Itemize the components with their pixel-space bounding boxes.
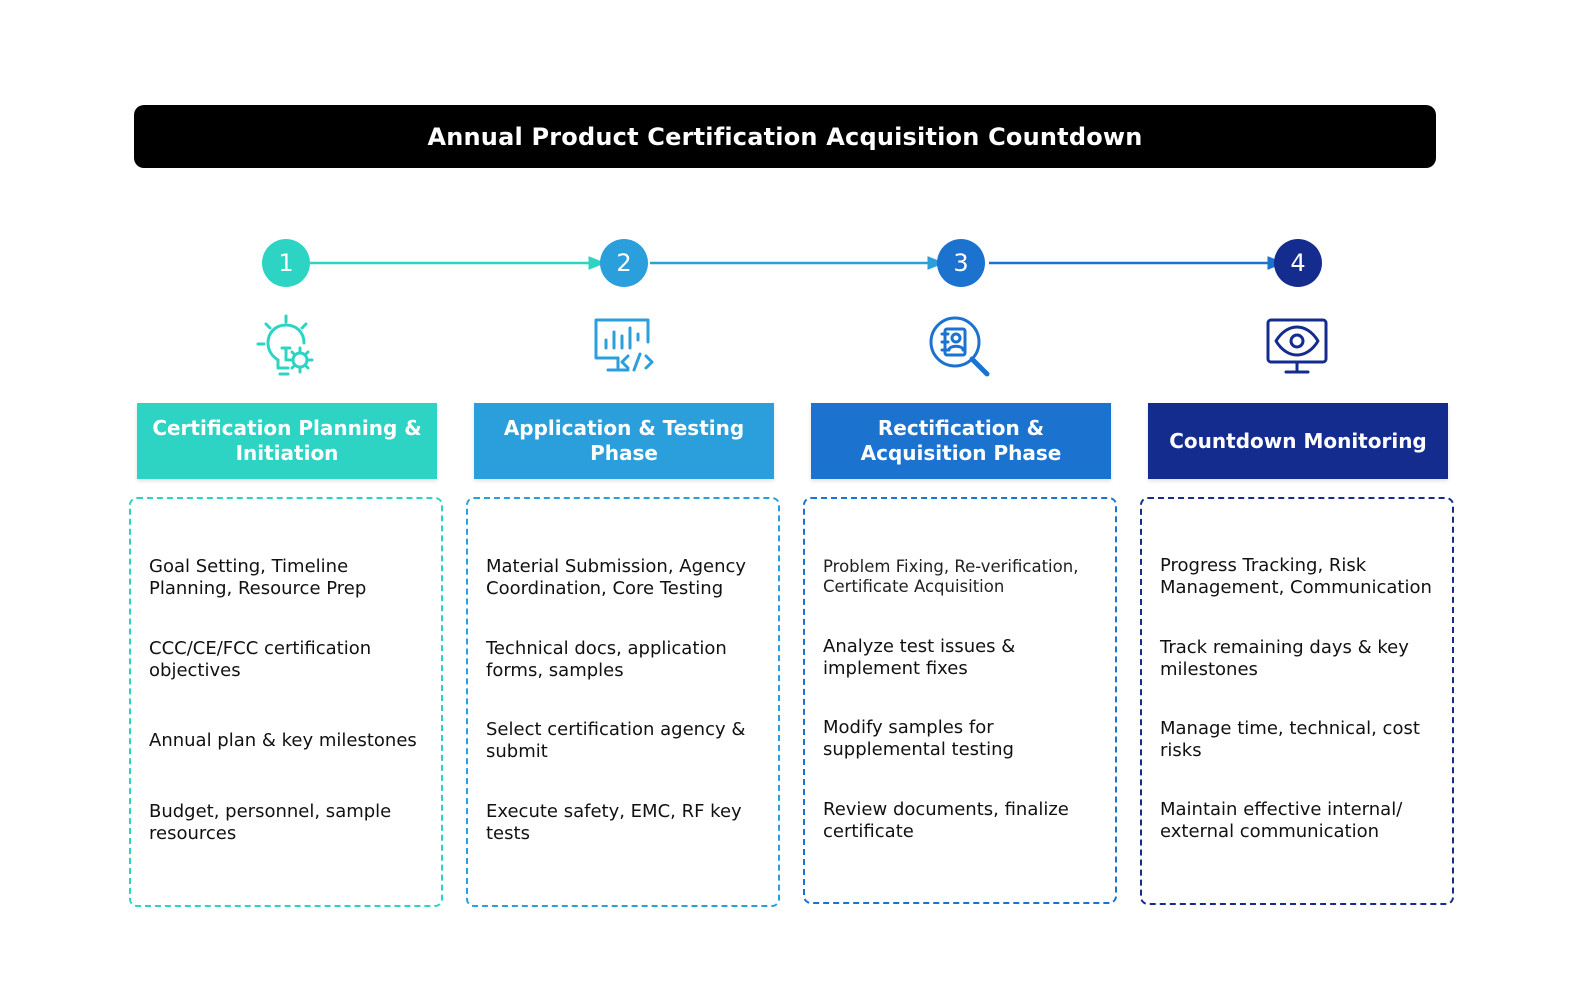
- list-item: Select certification agency & submit: [486, 719, 746, 762]
- monitor-eye-icon: [1266, 318, 1328, 374]
- list-item: Maintain effective internal/ external co…: [1160, 799, 1403, 842]
- list-item: Budget, personnel, sample resources: [149, 801, 392, 844]
- list-item: Analyze test issues & implement fixes: [823, 636, 1016, 679]
- list-item: Technical docs, application forms, sampl…: [486, 638, 727, 681]
- list-item: Track remaining days & key milestones: [1160, 637, 1409, 680]
- list-item: Modify samples for supplemental testing: [823, 717, 1014, 760]
- phase-box-2: Material Submission, Agency Coordination…: [466, 497, 780, 907]
- phase-header-4: Countdown Monitoring: [1148, 403, 1448, 479]
- list-item: Material Submission, Agency Coordination…: [486, 556, 747, 599]
- list-item: Manage time, technical, cost risks: [1160, 718, 1420, 761]
- list-item: Progress Tracking, Risk Management, Comm…: [1160, 555, 1432, 598]
- list-item: CCC/CE/FCC certification objectives: [149, 638, 372, 681]
- phase-header-3: Rectification & Acquisition Phase: [811, 403, 1111, 479]
- magnifier-document-icon: [929, 316, 990, 377]
- step-circle-2: 2: [600, 239, 648, 287]
- list-item: Execute safety, EMC, RF key tests: [486, 801, 742, 844]
- step-circle-4: 4: [1274, 239, 1322, 287]
- list-item: Annual plan & key milestones: [149, 730, 417, 751]
- phase-box-4: Progress Tracking, Risk Management, Comm…: [1140, 497, 1454, 905]
- list-item: Review documents, finalize certificate: [823, 799, 1069, 842]
- phase-header-2: Application & Testing Phase: [474, 403, 774, 479]
- step-circle-3: 3: [937, 239, 985, 287]
- step-circle-1: 1: [262, 239, 310, 287]
- lightbulb-gear-icon: [256, 314, 314, 376]
- list-item: Goal Setting, Timeline Planning, Resourc…: [149, 556, 367, 599]
- phase-box-1: Goal Setting, Timeline Planning, Resourc…: [129, 497, 443, 907]
- page-title: Annual Product Certification Acquisition…: [134, 105, 1436, 168]
- list-item: Problem Fixing, Re-verification, Certifi…: [823, 557, 1079, 596]
- phase-box-3: Problem Fixing, Re-verification, Certifi…: [803, 497, 1117, 904]
- phase-header-1: Certification Planning & Initiation: [137, 403, 437, 479]
- monitor-code-chart-icon: [594, 318, 654, 372]
